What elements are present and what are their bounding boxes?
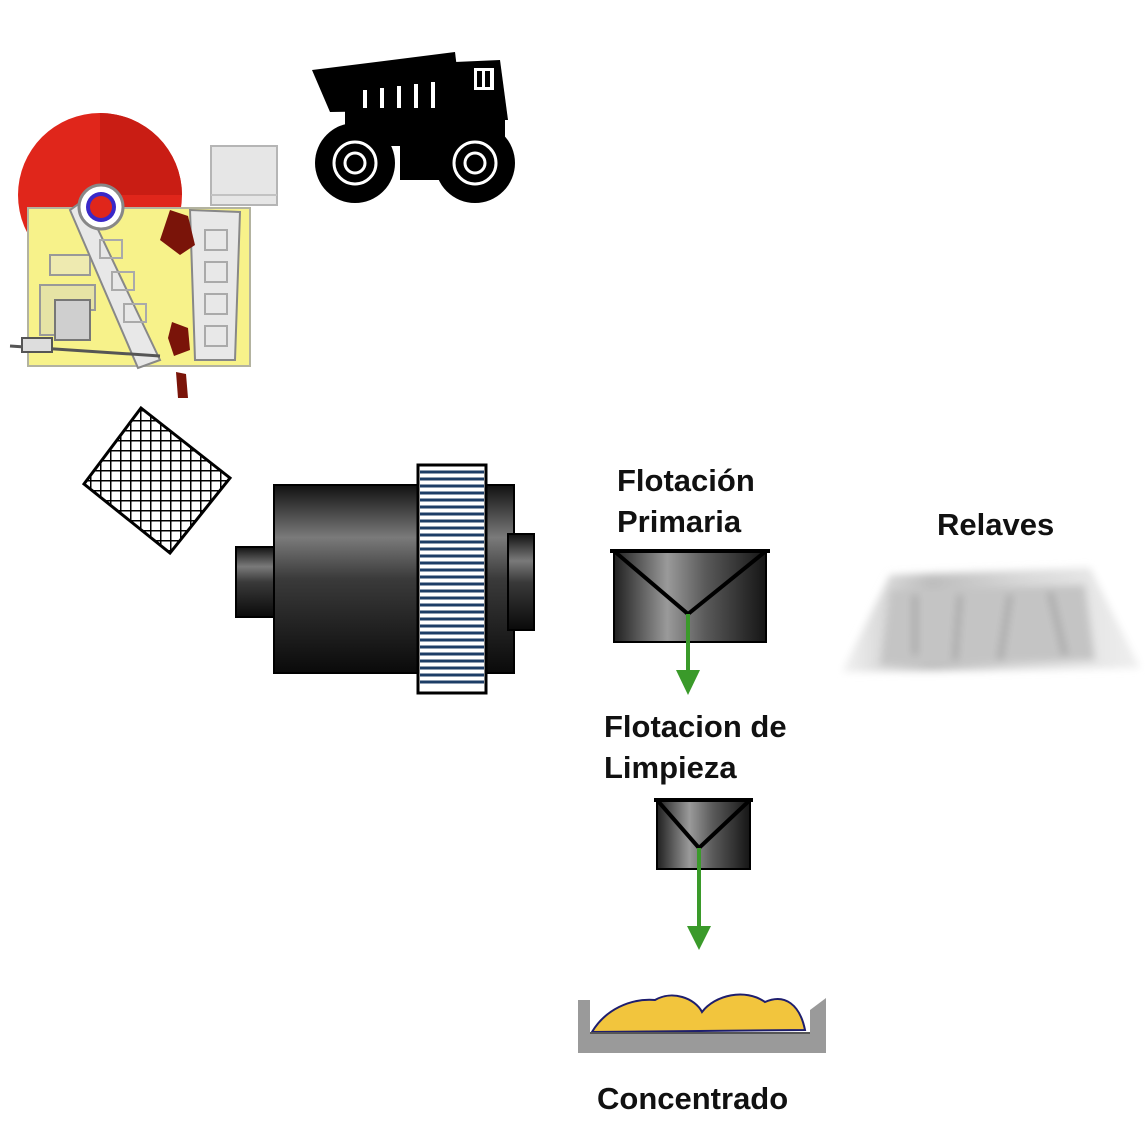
- dump-truck-icon: [312, 52, 515, 203]
- primary-flotation-label: Flotación Primaria: [617, 460, 755, 542]
- concentrate-tray-icon: [578, 993, 826, 1053]
- cleaner-flotation-label: Flotacion de Limpieza: [604, 706, 787, 788]
- primary-flotation-label-line2: Primaria: [617, 504, 742, 539]
- cleaner-flotation-label-line1: Flotacion de: [604, 709, 787, 744]
- jaw-crusher-icon: [9, 113, 278, 398]
- concentrate-label: Concentrado: [597, 1081, 789, 1116]
- cleaner-flotation-label-line2: Limpieza: [604, 750, 737, 785]
- primary-flotation-label-line1: Flotación: [617, 463, 755, 498]
- cleaner-flotation-cell-icon: [654, 798, 753, 870]
- ball-mill-icon: [235, 463, 535, 695]
- screen-mesh-icon: [81, 405, 233, 556]
- tailings-dam-icon: [842, 568, 1140, 672]
- tailings-label: Relaves: [937, 507, 1055, 542]
- flow-arrow: [687, 848, 711, 950]
- flow-arrow: [676, 614, 700, 695]
